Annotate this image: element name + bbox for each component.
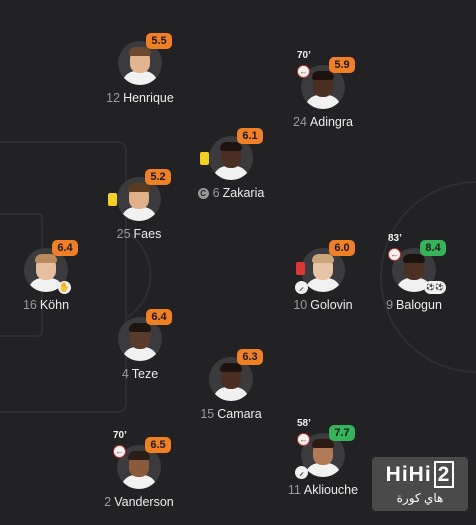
arrow-left-circle-icon: ←	[297, 433, 310, 446]
player-rating: 6.5	[145, 437, 171, 453]
boot-icon: ⸝	[295, 466, 308, 479]
player-number: 25	[116, 227, 131, 241]
player-rating: 6.0	[329, 240, 355, 256]
player-name: Adingra	[309, 115, 353, 129]
yellow-card-icon	[200, 152, 209, 165]
player-number: 24	[293, 115, 307, 129]
player-rating: 5.9	[329, 57, 355, 73]
player-number: 10	[293, 298, 308, 312]
player-number: 11	[287, 483, 301, 497]
player-number: 16	[22, 298, 37, 312]
player-rating: 7.7	[329, 425, 355, 441]
player-name: Faes	[133, 227, 162, 241]
player-number: 12	[106, 91, 121, 105]
player-rating: 6.4	[146, 309, 172, 325]
player-number: 6	[212, 186, 220, 200]
player-name: Zakaria	[222, 186, 265, 200]
player-name: Teze	[131, 367, 159, 381]
player-name: Akliouche	[303, 483, 359, 497]
player-rating: 6.3	[237, 349, 263, 365]
yellow-card-icon	[108, 193, 117, 206]
player-rating: 6.1	[237, 128, 263, 144]
player-name: Balogun	[396, 298, 442, 312]
red-card-icon	[296, 262, 305, 275]
substitution-minute: 58’	[297, 418, 311, 429]
substitution-minute: 83’	[388, 233, 402, 244]
player-number: 15	[200, 407, 215, 421]
player-name: Golovin	[310, 298, 353, 312]
player-name: Henrique	[123, 91, 174, 105]
player-rating: 5.2	[145, 169, 171, 185]
goalkeeper-glove-icon: ✋	[58, 281, 71, 294]
captain-badge-icon: C	[197, 188, 209, 199]
arrow-left-circle-icon: ←	[297, 65, 310, 78]
player-name: Köhn	[39, 298, 70, 312]
player-rating: 5.5	[146, 33, 172, 49]
arrow-left-circle-icon: ←	[113, 445, 126, 458]
football-icon: ⚽⚽	[424, 281, 446, 294]
player-number: 2	[104, 495, 112, 509]
player-number: 9	[386, 298, 394, 312]
boot-icon: ⸝	[295, 281, 308, 294]
player-rating: 6.4	[52, 240, 78, 256]
player-name: Camara	[217, 407, 262, 421]
substitution-minute: 70’	[113, 430, 127, 441]
player-rating: 8.4	[420, 240, 446, 256]
arrow-left-circle-icon: ←	[388, 248, 401, 261]
substitution-minute: 70’	[297, 50, 311, 61]
player-number: 4	[121, 367, 129, 381]
player-name: Vanderson	[114, 495, 174, 509]
